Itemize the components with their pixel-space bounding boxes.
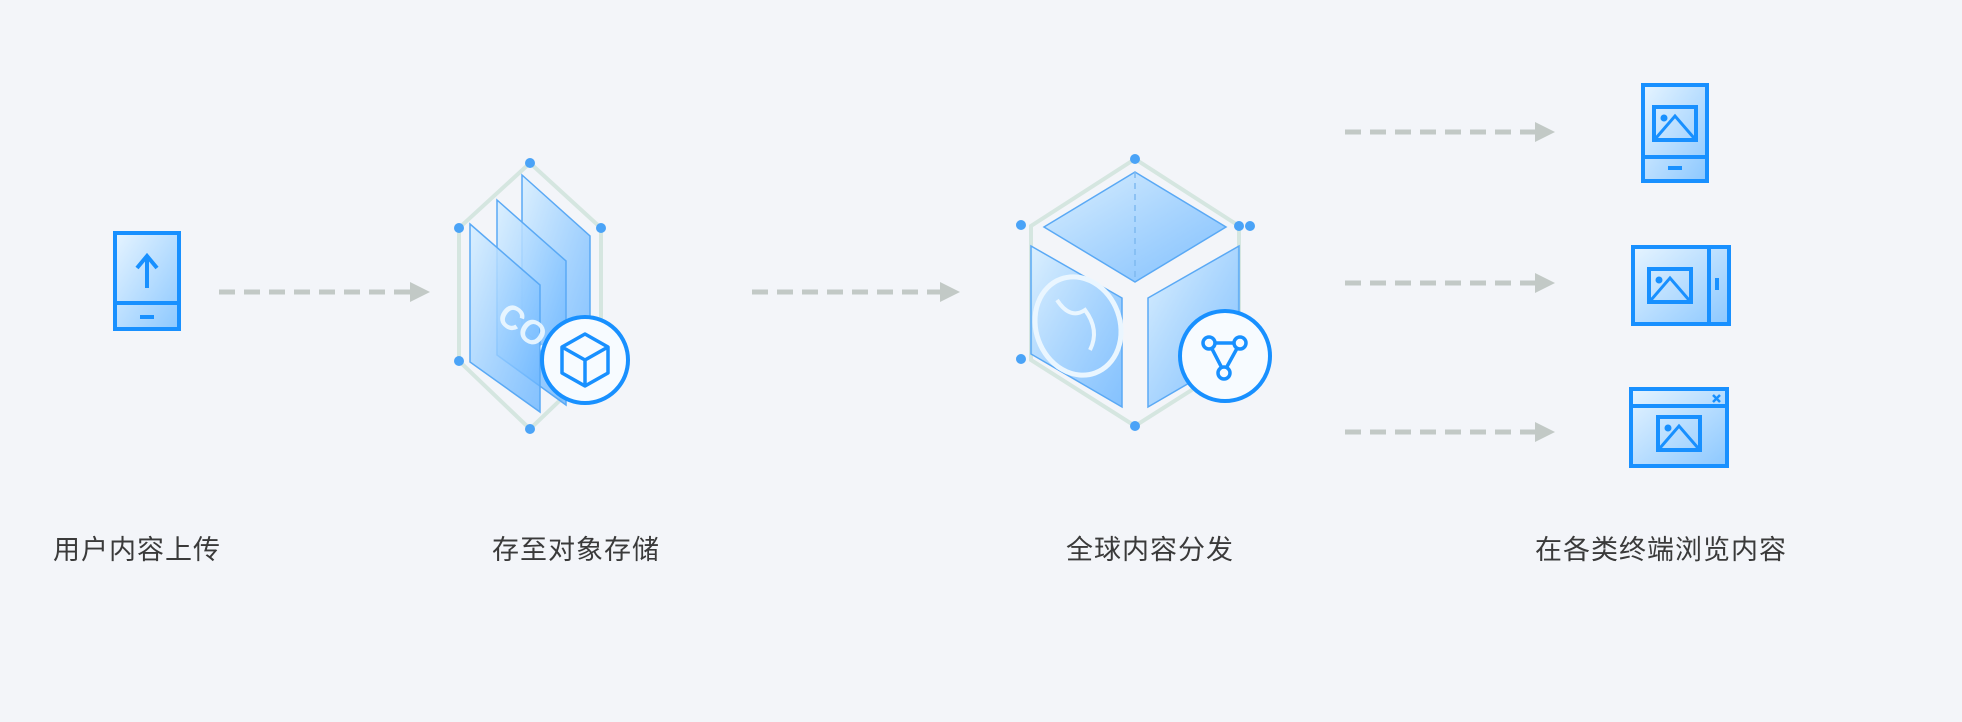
phone-upload-icon [113, 231, 181, 331]
step-label-distribution: 全球内容分发 [1066, 535, 1234, 565]
cos-storage-icon: COS [454, 158, 630, 434]
mobile-image-icon [1641, 83, 1709, 183]
devices-icon [1629, 83, 1731, 468]
tablet-image-icon [1631, 245, 1731, 326]
desktop-window-image-icon [1629, 387, 1729, 468]
network-badge-icon [1178, 309, 1272, 403]
box-badge-icon [540, 315, 630, 405]
step-label-browse: 在各类终端浏览内容 [1535, 535, 1787, 565]
step-label-storage: 存至对象存储 [492, 535, 660, 565]
step-label-upload: 用户内容上传 [53, 535, 221, 565]
cdn-cube-icon [1016, 154, 1272, 431]
